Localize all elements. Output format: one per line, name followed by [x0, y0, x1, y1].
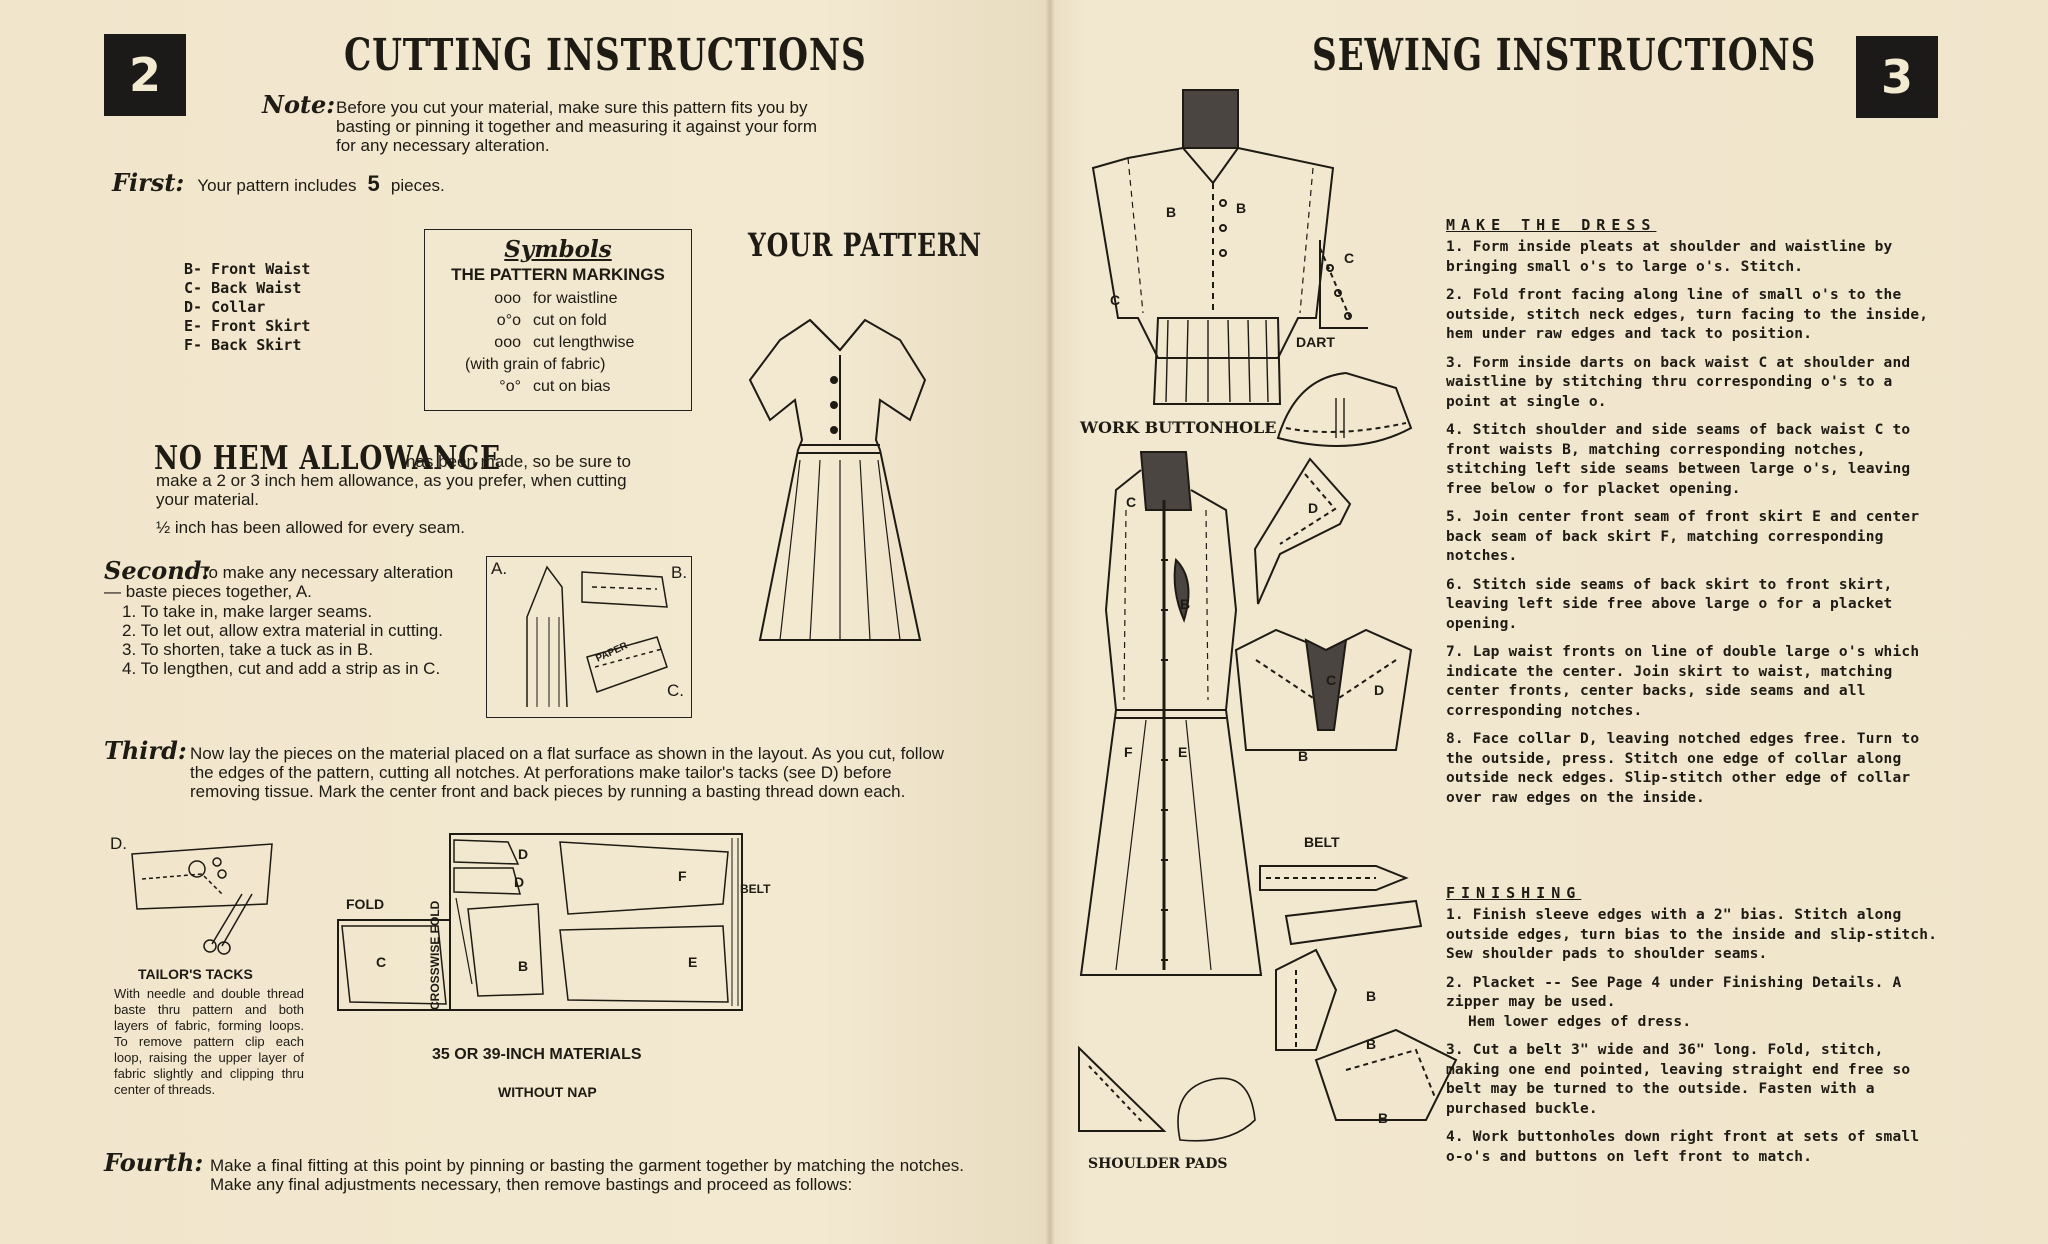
page-number-badge-right: 3 — [1856, 36, 1938, 118]
center-fold — [1045, 0, 1055, 1244]
label-b: B — [1166, 204, 1177, 220]
first-text-after: pieces. — [390, 176, 445, 195]
no-hem-text: has been made, so be sure to make a 2 or… — [156, 452, 631, 509]
cutting-title: CUTTING INSTRUCTIONS — [344, 30, 867, 81]
cutting-layout: FOLD CROSSWISE FOLD BELT C D D B F E — [338, 834, 770, 1010]
symbols-title: Symbols — [504, 236, 612, 263]
finishing-step: 2. Placket -- See Page 4 under Finishing… — [1446, 974, 1902, 1011]
seam-allowance: ½ inch has been allowed for every seam. — [156, 518, 466, 537]
no-hem-block: NO HEM ALLOWANCE — [154, 438, 674, 477]
placket-illustration — [1256, 950, 1476, 1130]
layout-nap: WITHOUT NAP — [498, 1084, 597, 1100]
tailors-tacks-illustration — [122, 834, 282, 954]
label-e: E — [1178, 744, 1188, 760]
label-c: C — [1344, 250, 1355, 266]
piece-item: C- Back Waist — [184, 279, 302, 297]
collar-piece-illustration — [1250, 454, 1370, 610]
dress-back-illustration — [1076, 450, 1266, 990]
fourth-text: Make a final fitting at this point by pi… — [210, 1156, 964, 1194]
symbols-subtitle: THE PATTERN MARKINGS — [451, 265, 665, 284]
piece-item: F- Back Skirt — [184, 336, 302, 354]
first-text: Your pattern includes — [197, 176, 357, 195]
third-text: Now lay the pieces on the material place… — [190, 744, 945, 801]
first-block: First: Your pattern includes 5 pieces. — [112, 168, 445, 197]
second-item: 1. To take in, make larger seams. — [122, 602, 373, 621]
finishing-heading: FINISHING — [1446, 884, 1582, 902]
buttonhole-illustration — [1276, 368, 1416, 456]
dress-step: 3. Form inside darts on back waist C at … — [1446, 354, 1911, 410]
label-b: B — [1378, 1110, 1389, 1126]
shoulder-pads-label: SHOULDER PADS — [1088, 1156, 1228, 1172]
label-b: B — [1366, 1036, 1377, 1052]
second-item: 4. To lengthen, cut and add a strip as i… — [122, 659, 441, 678]
shoulder-pad-illustration — [1074, 1046, 1174, 1138]
second-label: Second: — [104, 556, 211, 585]
label-c: C — [1110, 292, 1121, 308]
dart-label: DART — [1296, 334, 1335, 350]
dress-step: 6. Stitch side seams of back skirt to fr… — [1446, 576, 1893, 632]
dress-step: 8. Face collar D, leaving notched edges … — [1446, 731, 1920, 806]
label-b: B — [1236, 200, 1247, 216]
piece-count: 5 — [367, 171, 380, 196]
second-item: 2. To let out, allow extra material in c… — [122, 621, 443, 640]
piece-list: B- Front Waist C- Back Waist D- Collar E… — [184, 260, 310, 355]
note-label: Note: — [262, 90, 336, 119]
piece-item: E- Front Skirt — [184, 317, 311, 335]
dart-illustration — [1310, 238, 1370, 334]
dress-illustration — [740, 310, 940, 650]
note-text: Before you cut your material, make sure … — [336, 98, 817, 155]
tacks-text: With needle and double thread baste thru… — [114, 986, 304, 1097]
belt-illustration — [1256, 856, 1436, 948]
symbol-row: °o°cut on bias — [499, 378, 611, 395]
sewing-title: SEWING INSTRUCTIONS — [1312, 30, 1817, 81]
work-buttonhole-label: WORK BUTTONHOLE — [1080, 418, 1277, 437]
make-dress-section: MAKE THE DRESS 1. Form inside pleats at … — [1446, 216, 1944, 817]
tacks-heading: TAILOR'S TACKS — [138, 966, 253, 982]
label-c: C — [1126, 494, 1137, 510]
finishing-section: FINISHING 1. Finish sleeve edges with a … — [1446, 884, 1944, 1176]
layout-materials: 35 OR 39-INCH MATERIALS — [432, 1046, 642, 1063]
finishing-step: 1. Finish sleeve edges with a 2" bias. S… — [1446, 907, 1938, 962]
label-b: B — [1180, 596, 1191, 612]
shoulder-pad-curve-illustration — [1170, 1060, 1260, 1150]
fourth-label: Fourth: — [104, 1148, 204, 1177]
label-d: D — [1308, 500, 1319, 516]
third-label: Third: — [104, 736, 187, 765]
finishing-step: 3. Cut a belt 3" wide and 36" long. Fold… — [1446, 1042, 1911, 1117]
bodice-illustration — [1088, 88, 1348, 418]
dress-step: 7. Lap waist fronts on line of double la… — [1446, 644, 1920, 719]
label-b: B — [1298, 748, 1309, 764]
finishing-step: Hem lower edges of dress. — [1468, 1013, 1692, 1030]
collar-neck-illustration — [1226, 620, 1416, 760]
label-d: D — [1374, 682, 1385, 698]
symbol-row: (with grain of fabric) — [465, 356, 606, 373]
label-b: B — [1366, 988, 1377, 1004]
tacks-label-d: D. — [110, 834, 127, 853]
second-intro: To make any necessary alteration — baste… — [104, 563, 454, 601]
page-number-badge: 2 — [104, 34, 186, 116]
make-dress-heading: MAKE THE DRESS — [1446, 216, 1657, 234]
your-pattern-label: YOUR PATTERN — [748, 226, 982, 264]
second-item: 3. To shorten, take a tuck as in B. — [122, 640, 374, 659]
finishing-step: 4. Work buttonholes down right front at … — [1446, 1129, 1920, 1165]
first-label: First: — [112, 168, 185, 197]
dress-step: 4. Stitch shoulder and side seams of bac… — [1446, 422, 1911, 497]
alteration-diagram: A. B. C. PAPER — [486, 556, 692, 718]
belt-label: BELT — [1304, 834, 1340, 850]
dress-step: 5. Join center front seam of front skirt… — [1446, 509, 1920, 564]
label-c: C — [1326, 672, 1337, 688]
dress-step: 2. Fold front facing along line of small… — [1446, 287, 1929, 342]
no-hem-heading: NO HEM ALLOWANCE — [154, 438, 501, 477]
label-f: F — [1124, 744, 1133, 760]
dress-step: 1. Form inside pleats at shoulder and wa… — [1446, 239, 1893, 275]
piece-item: D- Collar — [184, 298, 266, 316]
piece-item: B- Front Waist — [184, 260, 311, 278]
